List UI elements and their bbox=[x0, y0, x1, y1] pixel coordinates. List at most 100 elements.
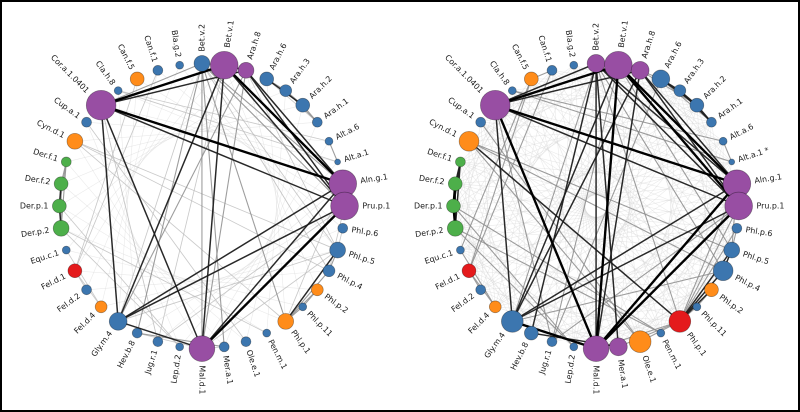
node-label: Ara.h.6 bbox=[268, 42, 289, 72]
node-label: Cyn.d.1 bbox=[428, 117, 459, 139]
edge bbox=[117, 70, 247, 322]
node-Bet.v.2 bbox=[586, 54, 606, 73]
edge bbox=[223, 64, 344, 185]
node-Der.p.2 bbox=[446, 220, 464, 237]
edge bbox=[573, 65, 681, 322]
node-label: Mal.d.1 bbox=[592, 365, 601, 394]
node-label: Fel.d.1 bbox=[434, 272, 461, 292]
node-label: Fel.d.2 bbox=[55, 291, 82, 314]
node-Fel.d.1 bbox=[67, 263, 83, 279]
edge bbox=[617, 64, 738, 185]
node-Cup.a.1 bbox=[81, 116, 92, 128]
node-label: Ara.h.8 bbox=[245, 30, 262, 60]
edge bbox=[618, 320, 681, 348]
node-label: Phl.p.1 bbox=[289, 328, 312, 355]
node-label: Phl.p.4 bbox=[336, 271, 364, 291]
edge bbox=[595, 63, 724, 272]
node-label: Phl.p.6 bbox=[351, 225, 379, 238]
node-label: Ara.h.1 bbox=[322, 97, 350, 121]
node-Der.f.1 bbox=[455, 156, 466, 168]
node-label: Phl.p.5 bbox=[348, 249, 377, 266]
node-label: Cla.h.8 bbox=[488, 59, 512, 87]
edge bbox=[117, 320, 203, 350]
edge bbox=[453, 205, 724, 272]
node-Gly.m.4 bbox=[501, 310, 524, 333]
node-label: Gly.m.4 bbox=[89, 329, 114, 358]
edge bbox=[266, 78, 318, 123]
node-label: Cla.h.8 bbox=[94, 59, 118, 87]
edge bbox=[201, 63, 338, 251]
node-label: Bet.v.2 bbox=[197, 24, 206, 52]
node-label: Fel.d.2 bbox=[450, 291, 477, 314]
edge bbox=[679, 205, 740, 322]
edge bbox=[494, 104, 738, 185]
node-Equ.c.1 bbox=[61, 245, 71, 255]
node-label: Bla.g.2 bbox=[170, 29, 183, 58]
node-label: Der.p.1 bbox=[414, 201, 443, 210]
edge bbox=[285, 249, 339, 322]
node-Cor.a.1.0401 bbox=[480, 89, 511, 121]
node-Ara.h.8 bbox=[630, 61, 650, 80]
node-Mer.a.1 bbox=[218, 341, 230, 353]
edge bbox=[639, 69, 740, 207]
node-Fel.d.2 bbox=[475, 284, 487, 296]
node-label: Pen.m.1 bbox=[660, 338, 683, 371]
node-Lep.d.2 bbox=[175, 342, 184, 352]
node-layer bbox=[446, 50, 753, 362]
edge bbox=[223, 64, 346, 207]
node-Phl.p.5 bbox=[329, 241, 346, 259]
node-Der.f.2 bbox=[53, 176, 69, 191]
node-Ara.h.3 bbox=[673, 84, 687, 97]
edge bbox=[100, 104, 203, 349]
edge bbox=[201, 141, 330, 349]
edge bbox=[59, 205, 180, 348]
edge bbox=[74, 141, 203, 349]
node-label: Phl.p.2 bbox=[718, 293, 745, 316]
edge bbox=[100, 105, 119, 322]
edge bbox=[60, 227, 267, 334]
edge-layer bbox=[452, 62, 740, 350]
edge bbox=[285, 270, 330, 322]
node-Fel.d.4 bbox=[488, 300, 502, 314]
node-label: Equ.c.1 bbox=[29, 248, 60, 266]
edge bbox=[594, 65, 620, 349]
edge bbox=[117, 64, 225, 322]
node-Phl.p.1 bbox=[277, 313, 294, 330]
node-label: Alt.a.1 bbox=[343, 148, 370, 164]
node-Der.f.1 bbox=[60, 156, 72, 168]
node-label: Pen.m.1 bbox=[266, 338, 289, 371]
edge bbox=[455, 121, 712, 229]
node-Pru.p.1 bbox=[330, 191, 359, 221]
node-label: Can.f.1 bbox=[142, 34, 159, 63]
edge bbox=[453, 205, 575, 348]
edge bbox=[595, 205, 740, 350]
node-label: Ara.h.6 bbox=[663, 40, 684, 70]
node-Ara.h.6 bbox=[651, 69, 671, 89]
node-label: Aln.g.1 bbox=[360, 172, 389, 185]
node-label: Fel.d.4 bbox=[466, 311, 491, 336]
edge bbox=[531, 122, 712, 334]
node-Phl.p.6 bbox=[731, 222, 743, 234]
node-Hev.b.8 bbox=[524, 325, 539, 341]
edge bbox=[512, 270, 724, 322]
edge bbox=[137, 78, 345, 207]
edge bbox=[595, 182, 738, 350]
node-Der.f.2 bbox=[447, 176, 463, 191]
edge bbox=[266, 78, 287, 322]
edge bbox=[468, 70, 553, 271]
edge bbox=[245, 70, 338, 251]
edge bbox=[61, 90, 286, 184]
node-Cla.h.8 bbox=[507, 86, 517, 95]
node-Bet.v.1 bbox=[210, 50, 239, 80]
node-Pen.m.1 bbox=[656, 328, 666, 338]
edge bbox=[618, 65, 712, 290]
edge bbox=[512, 141, 724, 322]
edge bbox=[469, 270, 712, 291]
node-label: Der.f.2 bbox=[24, 174, 51, 187]
node-label: Bet.v.1 bbox=[223, 20, 236, 49]
node-Phl.p.2 bbox=[704, 282, 719, 298]
node-label: Ara.h.8 bbox=[640, 30, 657, 60]
edge bbox=[86, 122, 180, 347]
edge bbox=[118, 90, 330, 142]
node-label: Mer.a.1 bbox=[616, 359, 629, 389]
